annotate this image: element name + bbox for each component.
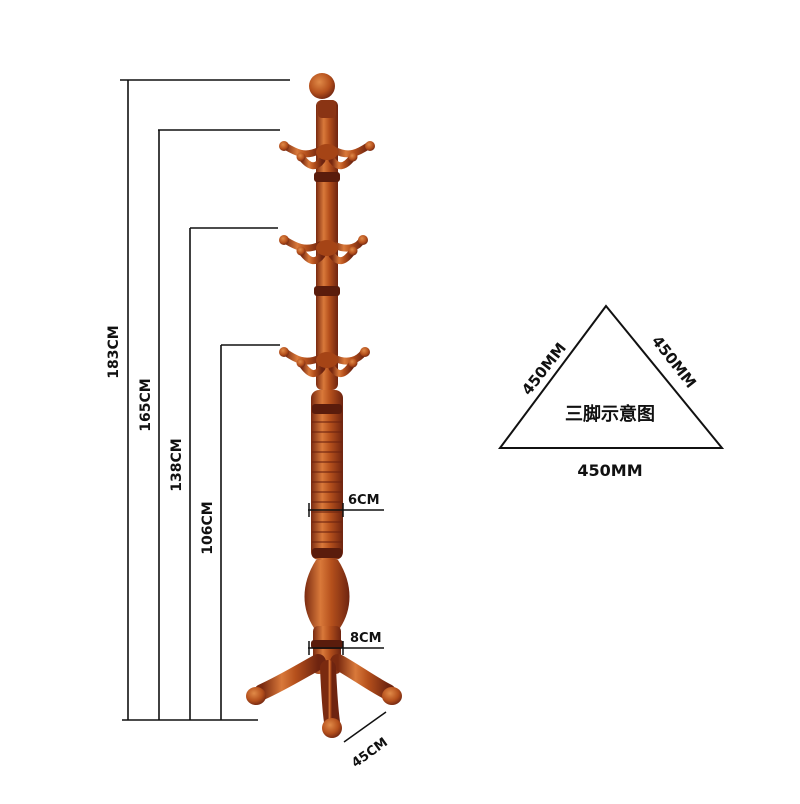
finial-ball [309,73,335,99]
leg-right [330,654,396,700]
tripod-schematic: 三脚示意图 450MM 450MM 450MM [498,304,725,480]
label-106cm: 106CM [200,501,216,554]
pole-vase [304,560,350,628]
tripod-legs [254,654,396,730]
label-45cm: 45CM [349,735,391,771]
tripod-title: 三脚示意图 [565,403,655,425]
ring-2 [314,286,340,296]
foot-front [322,718,342,738]
foot-left [246,687,266,705]
pole-diameter-marker [308,503,384,517]
pole-lower-turned [311,390,343,560]
finial-neck [318,100,336,118]
ring-4 [312,548,342,558]
ring-1 [314,172,340,182]
ring-5 [311,640,343,649]
tripod-triangle [498,304,725,449]
leg-length-marker [343,711,387,743]
leg-left [254,654,326,700]
label-183cm: 183CM [106,325,122,378]
base-diameter-marker [308,641,384,655]
leg-front [320,660,340,730]
label-165cm: 165CM [138,378,154,431]
coat-rack-icon [246,73,402,738]
label-8cm: 8CM [350,631,382,646]
ring-3 [312,404,342,414]
tripod-side-right: 450MM [648,332,700,391]
height-labels: 183CM 165CM 138CM 106CM [106,325,216,554]
foot-right [382,687,402,705]
label-138cm: 138CM [169,438,185,491]
label-6cm: 6CM [348,493,380,508]
height-dimension-lines [120,79,290,721]
tripod-side-bottom: 450MM [577,461,642,480]
